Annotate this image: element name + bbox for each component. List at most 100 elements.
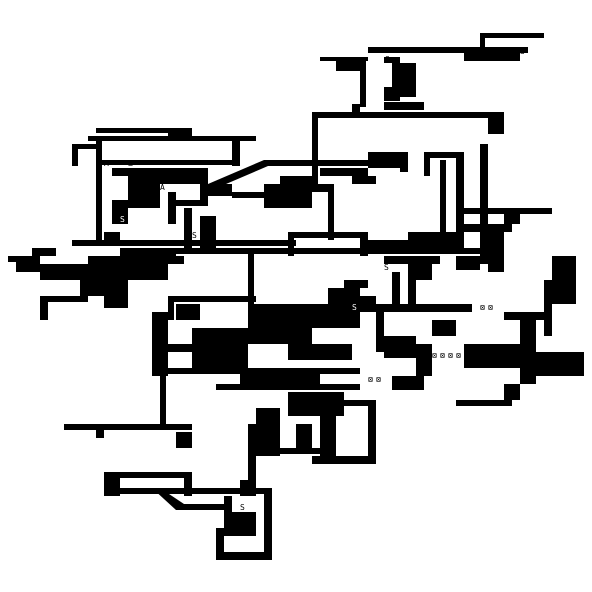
wall-segment [288, 344, 352, 360]
wall-segment [480, 33, 544, 38]
stairs-glyph: S [520, 47, 525, 56]
wall-segment [200, 168, 208, 200]
wall-segment [384, 256, 440, 264]
stairs-glyph: S [312, 455, 317, 464]
wall-segment [480, 144, 488, 264]
wall-segment [416, 344, 432, 376]
wall-segment [520, 320, 536, 384]
wall-segment [360, 240, 456, 248]
stairs-glyph: S [536, 351, 541, 360]
wall-segment [168, 296, 174, 320]
wall-segment [88, 256, 184, 264]
wall-segment [456, 224, 512, 232]
wall-segment [408, 280, 416, 312]
wall-segment [384, 87, 400, 101]
wall-segment [400, 152, 408, 172]
stairs-glyph: S [384, 263, 389, 272]
wall-segment [312, 112, 318, 188]
crate-glyph: ⊠ [280, 319, 285, 328]
crate-glyph: ⊠ [368, 375, 373, 384]
wall-segment [328, 184, 334, 240]
crate-glyph: ⊠ [448, 351, 453, 360]
wall-segment [288, 232, 368, 238]
wall-segment [40, 264, 168, 280]
wall-segment [216, 552, 272, 560]
wall-segment [488, 232, 504, 272]
wall-segment [336, 57, 360, 71]
wall-segment [280, 176, 312, 184]
wall-segment [72, 240, 296, 246]
wall-segment [96, 424, 104, 438]
wall-segment [248, 248, 254, 304]
wall-segment [384, 304, 472, 312]
adventurer-glyph: A [104, 159, 109, 168]
wall-segment [96, 136, 102, 240]
wall-segment [368, 400, 376, 464]
wall-segment [424, 152, 464, 158]
crate-glyph: ⊠ [480, 303, 485, 312]
wall-segment [456, 152, 464, 248]
crate-glyph: ⊠ [128, 167, 133, 176]
stairs-glyph: S [216, 383, 221, 392]
wall-segment [184, 472, 192, 496]
stairs-glyph: S [304, 183, 309, 192]
wall-segment [16, 256, 40, 272]
wall-segment [120, 248, 496, 254]
wall-segment [80, 280, 104, 296]
wall-segment [168, 344, 192, 352]
wall-segment [392, 272, 400, 312]
wall-segment [248, 304, 312, 344]
wall-segment [168, 192, 176, 224]
stairs-glyph: S [112, 231, 117, 240]
wall-segment [456, 256, 480, 270]
wall-segment [432, 320, 456, 336]
wall-segment [408, 264, 432, 280]
wall-segment [112, 200, 128, 224]
wall-segment [536, 352, 584, 376]
wall-segment [176, 304, 200, 320]
wall-segment [320, 168, 368, 176]
wall-segment [176, 432, 192, 448]
wall-segment [88, 136, 256, 141]
wall-segment [104, 232, 120, 240]
stairs-glyph: S [120, 215, 125, 224]
wall-segment [384, 57, 400, 63]
wall-segment [192, 328, 248, 368]
wall-segment [176, 504, 232, 510]
adventurer-glyph: A [160, 183, 165, 192]
wall-segment [504, 208, 520, 224]
wall-segment [72, 144, 78, 166]
wall-segment [104, 280, 128, 308]
wall-segment [40, 296, 88, 302]
wall-segment [104, 472, 192, 478]
stairs-glyph: S [480, 111, 485, 120]
wall-segment [360, 57, 366, 107]
wall-segment [280, 448, 336, 454]
wall-segment [232, 136, 240, 166]
wall-segment [216, 528, 224, 560]
wall-segment [264, 184, 312, 208]
wall-segment [32, 248, 56, 256]
wall-segment [328, 288, 360, 304]
wall-segment [184, 208, 192, 248]
wall-segment [224, 488, 272, 494]
wall-segment [464, 344, 520, 368]
wall-segment [464, 53, 520, 61]
wall-segment [320, 416, 336, 456]
wall-segment [128, 168, 160, 208]
wall-segment [160, 376, 166, 424]
wall-segment [504, 384, 520, 400]
stairs-glyph: S [8, 255, 13, 264]
wall-segment [488, 112, 504, 134]
wall-segment [96, 128, 192, 133]
wall-segment [352, 176, 376, 184]
wall-segment [368, 152, 408, 168]
wall-segment [120, 488, 232, 494]
stairs-glyph: S [544, 207, 549, 216]
wall-segment [208, 160, 268, 190]
wall-segment [384, 102, 424, 110]
wall-segment [408, 232, 456, 242]
wall-segment [552, 256, 576, 304]
